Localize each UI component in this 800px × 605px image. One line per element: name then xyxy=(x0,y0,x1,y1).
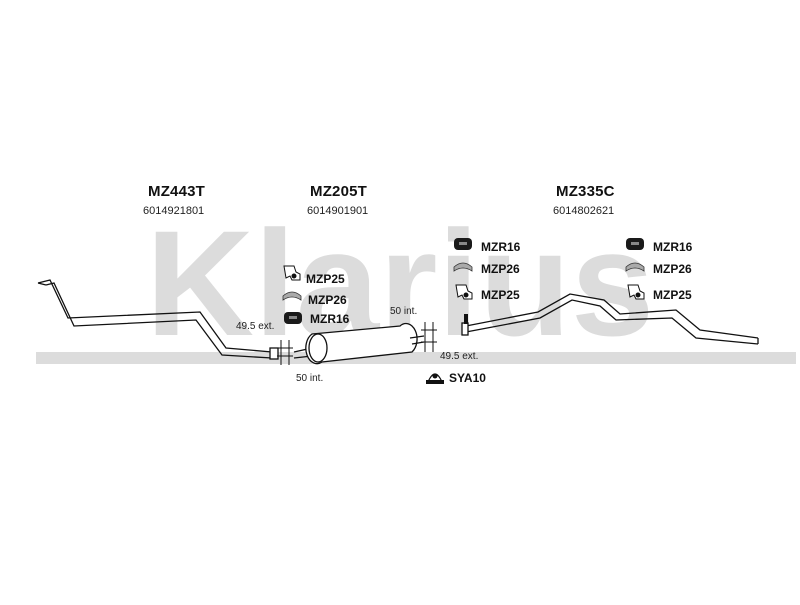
watermark-underline xyxy=(36,352,796,364)
rear-joint-stub xyxy=(464,314,468,324)
rear-pipe xyxy=(461,293,759,345)
dimension-mid-int: 50 int. xyxy=(390,306,418,317)
middle-silencer xyxy=(293,322,425,365)
rubber-mount-icon xyxy=(454,238,472,250)
hanger-icon xyxy=(627,284,645,300)
joint-marks xyxy=(277,322,437,365)
part-label-mzp26: MZP26 xyxy=(308,293,347,307)
section-code-front: MZ443T xyxy=(148,183,206,200)
section-number-middle: 6014901901 xyxy=(307,205,369,217)
hanger-icon xyxy=(455,284,473,300)
dimension-mid-ext: 49.5 ext. xyxy=(440,351,479,362)
section-number-rear: 6014802621 xyxy=(553,205,615,217)
rubber-mount-icon xyxy=(626,238,644,250)
dimension-left-ext: 49.5 ext. xyxy=(236,321,275,332)
section-code-middle: MZ205T xyxy=(310,183,368,200)
dimension-left-int: 50 int. xyxy=(296,373,324,384)
part-label-mzp25: MZP25 xyxy=(653,288,692,302)
part-label-mzp25: MZP25 xyxy=(306,272,345,286)
part-label-sya10: SYA10 xyxy=(449,371,486,385)
clamp-icon xyxy=(426,373,444,384)
part-label-mzp26: MZP26 xyxy=(653,262,692,276)
front-pipe xyxy=(37,279,279,360)
part-label-mzr16: MZR16 xyxy=(481,240,521,254)
part-label-mzp26: MZP26 xyxy=(481,262,520,276)
section-number-front: 6014921801 xyxy=(143,205,205,217)
part-label-mzr16: MZR16 xyxy=(653,240,693,254)
rubber-mount-icon xyxy=(284,312,302,324)
bracket-icon xyxy=(282,291,302,301)
part-label-mzp25: MZP25 xyxy=(481,288,520,302)
section-code-rear: MZ335C xyxy=(556,183,615,200)
hanger-icon xyxy=(283,265,301,281)
bracket-icon xyxy=(625,262,645,272)
bracket-icon xyxy=(453,262,473,272)
part-label-mzr16: MZR16 xyxy=(310,312,350,326)
